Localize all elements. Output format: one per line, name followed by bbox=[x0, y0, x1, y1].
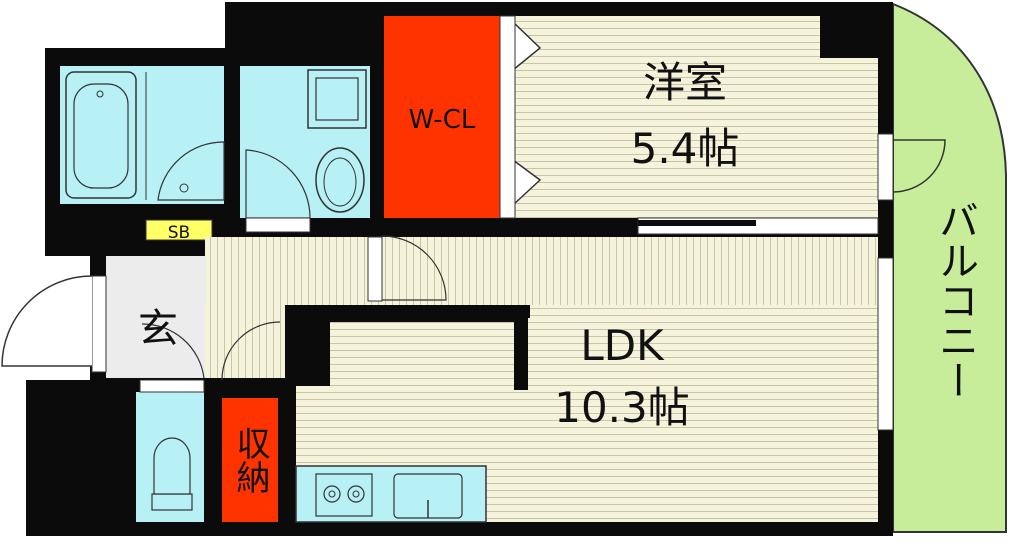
burner-left-core bbox=[328, 490, 336, 498]
burner-right-core bbox=[352, 490, 360, 498]
ldk-label: LDK bbox=[580, 321, 665, 370]
washbasin-icon bbox=[315, 147, 365, 213]
sliding-door-panel bbox=[638, 220, 756, 226]
burner-right-icon bbox=[347, 485, 365, 503]
entrance-door-swing bbox=[1, 275, 93, 367]
washbasin-bowl bbox=[323, 157, 357, 207]
entrance-floor bbox=[106, 256, 206, 378]
walk-in-closet-label: W-CL bbox=[409, 105, 476, 135]
bathroom-door-swing bbox=[157, 141, 225, 201]
washing-machine-pan bbox=[307, 69, 367, 129]
closet-folding-door-lower bbox=[512, 159, 542, 206]
western-room-label: 洋室 bbox=[643, 58, 727, 107]
toilet-tank bbox=[151, 493, 193, 511]
washing-machine bbox=[315, 77, 359, 121]
western-room-size: 5.4帖 bbox=[631, 124, 740, 173]
washroom-door-opening bbox=[245, 217, 311, 233]
entrance-label: 玄 bbox=[138, 306, 178, 352]
toilet-door bbox=[139, 379, 205, 393]
bathtub-inner bbox=[73, 83, 129, 189]
ldk-window bbox=[877, 257, 894, 431]
lower-left-wall bbox=[26, 380, 136, 536]
balcony-door-swing bbox=[892, 139, 946, 193]
balcony-label: バルコニー bbox=[932, 200, 978, 400]
shower-drain-icon bbox=[179, 183, 189, 193]
burner-left-icon bbox=[323, 485, 341, 503]
western-room-pillar bbox=[820, 16, 878, 58]
entrance-inner-door-swing bbox=[141, 323, 205, 379]
closet-door-jamb bbox=[499, 15, 516, 219]
balcony-area bbox=[892, 2, 1007, 533]
toilet-bowl-icon bbox=[153, 437, 191, 495]
entrance-door-jamb bbox=[91, 275, 107, 373]
bath-drain-icon bbox=[96, 90, 104, 98]
stove-top bbox=[315, 473, 373, 517]
entrance-step bbox=[205, 305, 285, 378]
closet-folding-door-upper bbox=[512, 21, 542, 71]
shoe-box-label: SB bbox=[168, 223, 190, 243]
ldk-size: 10.3帖 bbox=[554, 383, 690, 432]
shoe-box bbox=[145, 219, 213, 241]
bathtub bbox=[65, 71, 137, 199]
western-room-window bbox=[877, 133, 894, 201]
ldk-upper-strip bbox=[530, 305, 878, 319]
hallway-door-jamb bbox=[367, 236, 383, 302]
storage-door-swing bbox=[221, 321, 281, 381]
storage-closet bbox=[222, 398, 278, 522]
hallway bbox=[205, 237, 878, 305]
hallway-door-swing bbox=[381, 235, 447, 301]
kitchen-counter bbox=[295, 465, 487, 523]
western-room bbox=[515, 16, 878, 218]
storage-label: 収納 bbox=[230, 426, 270, 494]
walk-in-closet bbox=[384, 16, 500, 218]
washroom-door-swing bbox=[245, 149, 311, 219]
